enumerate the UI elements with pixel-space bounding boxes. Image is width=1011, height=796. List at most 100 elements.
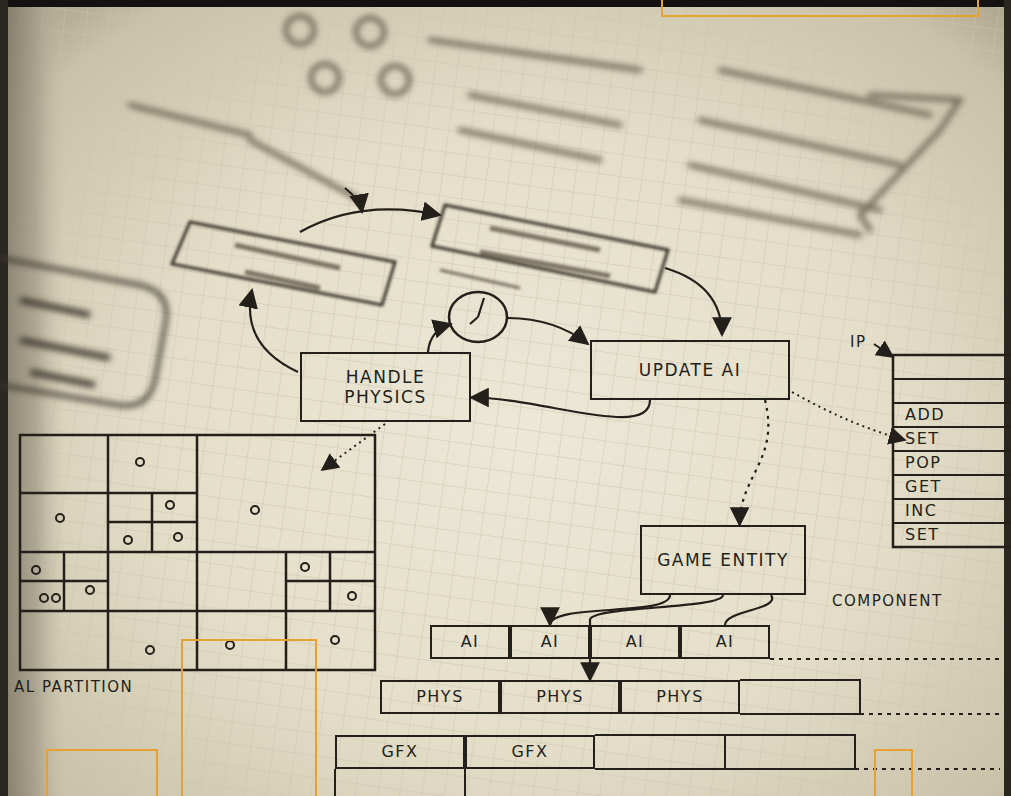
process-box: HANDLE PHYSICS: [300, 352, 471, 422]
node-text: AI: [626, 632, 645, 651]
component-cell: AI: [590, 625, 680, 659]
blurred-box: [0, 258, 166, 406]
component-cell: PHYS: [380, 680, 500, 714]
loop-arrow: [345, 188, 362, 212]
blurred-loop-boxes: [172, 205, 668, 305]
clock-symbol: [449, 292, 507, 342]
blurred-scribble: [700, 120, 900, 165]
object-dot: [124, 536, 132, 544]
paper-fold: [8, 0, 66, 796]
grid-split: [20, 435, 197, 552]
blurred-scribble: [250, 140, 360, 200]
grid-outline: [20, 435, 375, 670]
loop-arrow: [665, 268, 722, 335]
overlay-frames: [47, 0, 978, 796]
blurred-notes: [130, 16, 960, 235]
stack-cell: SET: [905, 429, 940, 449]
component-cell: AI: [430, 625, 510, 659]
node-text: PHYS: [536, 687, 584, 706]
component-label: COMPONENT: [832, 592, 943, 611]
connector: [471, 398, 650, 418]
blurred-mark: [381, 66, 409, 94]
component-cell: AI: [510, 625, 590, 659]
blurred-mark: [311, 64, 339, 92]
node-text: GFX: [511, 742, 548, 761]
component-cell: AI: [680, 625, 770, 659]
connector: [550, 595, 670, 625]
connector: [590, 595, 723, 680]
blurred-scribble: [470, 95, 620, 125]
dashed-continuation: [770, 658, 1000, 660]
component-cell: GFX: [335, 735, 465, 769]
quadtree-objects: [32, 458, 356, 654]
object-dot: [32, 566, 40, 574]
loop-box: [432, 205, 668, 292]
object-dot: [166, 501, 174, 509]
component-cell: PHYS: [500, 680, 620, 714]
component-rows: [335, 659, 1000, 796]
ip-pointer: [874, 344, 893, 357]
blurred-scribble: [480, 228, 610, 276]
blurred-scribble: [440, 270, 520, 288]
loop-arrow: [300, 209, 440, 232]
node-text: HANDLE PHYSICS: [316, 367, 455, 408]
blurred-scribble: [460, 130, 600, 160]
object-dot: [301, 563, 309, 571]
blurred-mark: [356, 18, 384, 46]
grid-split: [20, 552, 197, 670]
node-text: GAME ENTITY: [657, 550, 789, 570]
blurred-bracket: [860, 95, 960, 230]
overlay-frame: [182, 640, 316, 796]
empty-cell: [740, 680, 860, 714]
connector: [725, 595, 772, 625]
blurred-scribble: [720, 70, 930, 115]
object-dot: [146, 646, 154, 654]
loop-arrow: [250, 290, 298, 372]
blurred-scribble: [20, 300, 110, 385]
quadtree-grid: [20, 435, 375, 670]
object-dot: [56, 514, 64, 522]
row-edge: [335, 769, 465, 796]
blurred-mark: [286, 16, 314, 44]
clock-face: [449, 292, 507, 342]
object-dot: [226, 641, 234, 649]
loop-arrow: [428, 324, 451, 352]
object-dot: [40, 594, 48, 602]
node-text: UPDATE AI: [639, 360, 741, 380]
loop-arrow: [506, 318, 588, 344]
loop-arrows: [250, 188, 722, 372]
grid-split: [108, 493, 197, 552]
node-text: PHYS: [416, 687, 464, 706]
blurred-scribble: [430, 40, 640, 70]
stack-cell: ADD: [905, 405, 945, 425]
dashed-continuation: [860, 713, 1000, 715]
object-dot: [52, 594, 60, 602]
bytecode-stack: [893, 355, 1011, 547]
loop-box: [172, 222, 395, 305]
node-text: AI: [541, 632, 560, 651]
object-dot: [174, 533, 182, 541]
pointer-label: IP: [850, 333, 866, 352]
photo-edge: [0, 0, 1011, 7]
connector: [740, 400, 769, 525]
section-label: AL PARTITION: [14, 678, 133, 697]
object-dot: [251, 506, 259, 514]
stack-cell: SET: [905, 525, 940, 545]
grid-split: [286, 552, 375, 611]
object-dot: [348, 592, 356, 600]
entity-box: GAME ENTITY: [640, 525, 806, 595]
blurred-outline: [0, 258, 166, 406]
blurred-scribble: [235, 245, 340, 288]
stack-cell: GET: [905, 477, 942, 497]
empty-cell: [595, 735, 855, 769]
stack-row: [893, 379, 1011, 523]
blurred-scribble: [690, 165, 880, 210]
object-dot: [86, 586, 94, 594]
object-dot: [331, 636, 339, 644]
component-cell: GFX: [465, 735, 595, 769]
photo-edge: [0, 0, 8, 796]
